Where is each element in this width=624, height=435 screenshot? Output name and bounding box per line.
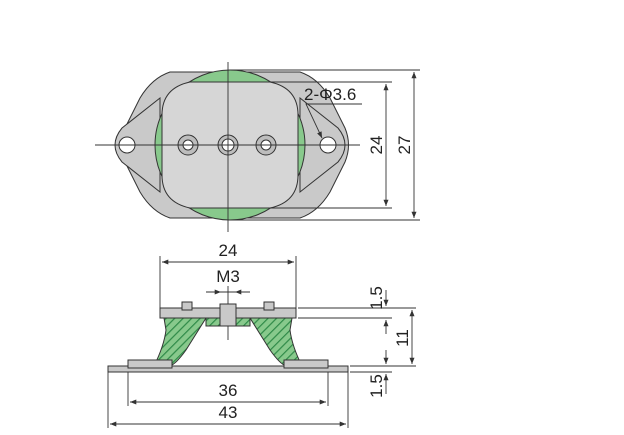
hole-callout-leader xyxy=(305,103,362,139)
hole-pitch-dimension-text: 36 xyxy=(219,381,238,400)
side-rubber-right xyxy=(249,317,303,367)
side-rubber-left xyxy=(153,317,207,367)
top-plate-width-dimension-text: 24 xyxy=(219,241,238,260)
inner-height-dimension-text: 24 xyxy=(367,136,386,155)
side-left-rib xyxy=(181,301,193,311)
side-right-rib xyxy=(263,301,275,311)
height-dimension-text: 11 xyxy=(393,329,412,347)
side-rubber-center-left xyxy=(205,317,221,327)
overall-width-dimension-text: 43 xyxy=(219,403,238,422)
outer-height-dimension-text: 27 xyxy=(395,136,414,155)
top-view: 2-Φ3.6 24 27 xyxy=(95,62,420,232)
side-base-right-boss xyxy=(283,359,329,369)
hole-callout-text: 2-Φ3.6 xyxy=(304,85,356,104)
thread-dimension-text: M3 xyxy=(216,267,240,286)
side-rubber-center-right xyxy=(235,317,251,327)
side-view: 24 M3 1.5 11 xyxy=(107,241,416,428)
side-base-left-boss xyxy=(127,359,173,369)
side-center-boss xyxy=(219,303,237,327)
top-thickness-dimension-text: 1.5 xyxy=(367,286,386,310)
base-thickness-dimension-text: 1.5 xyxy=(367,374,386,398)
